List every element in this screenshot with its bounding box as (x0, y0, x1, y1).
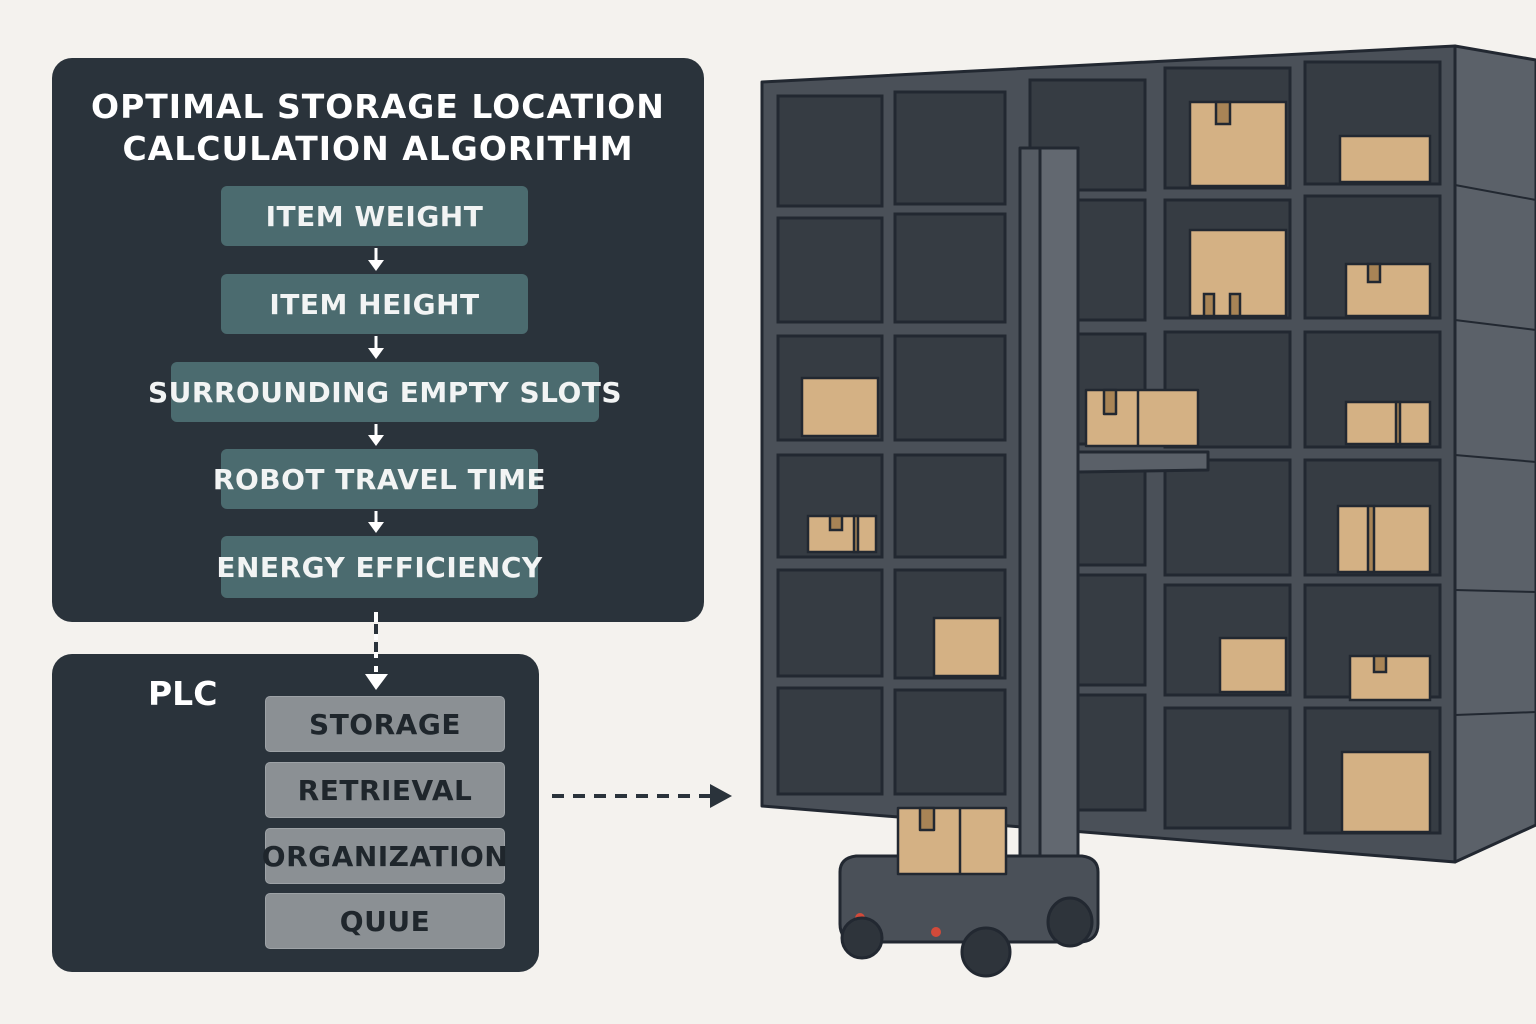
step-robot-travel-time: ROBOT TRAVEL TIME (213, 449, 546, 509)
arrow-down-icon (368, 336, 384, 359)
box-icon (1344, 262, 1432, 318)
wheel-icon (840, 916, 884, 960)
cardboard-boxes (800, 100, 1432, 834)
box-icon (806, 514, 878, 554)
box-icon (896, 806, 1008, 876)
box-icon (1338, 134, 1432, 184)
indicator-light (931, 927, 941, 937)
box-icon (1340, 750, 1432, 834)
plc-item-storage: STORAGE (265, 696, 505, 752)
box-icon (1084, 388, 1200, 448)
box-icon (1336, 504, 1432, 574)
box-icon (1344, 400, 1432, 446)
flow-arrows (368, 248, 384, 533)
algorithm-title-line1: OPTIMAL STORAGE LOCATION (91, 87, 665, 126)
arrow-down-icon (368, 424, 384, 446)
algorithm-to-plc-connector (365, 612, 388, 690)
box-icon (800, 376, 880, 438)
storage-robot (838, 146, 1210, 978)
box-icon (1218, 636, 1288, 694)
rack-cells (776, 60, 1442, 835)
box-icon (1188, 228, 1288, 318)
step-surrounding-empty-slots: SURROUNDING EMPTY SLOTS (148, 362, 622, 422)
plc-item-quue: QUUE (265, 893, 505, 949)
plc-label: PLC (148, 674, 218, 713)
box-icon (1348, 654, 1432, 702)
arrow-down-icon (368, 511, 384, 533)
box-icon (932, 616, 1002, 678)
plc-item-retrieval: RETRIEVAL (265, 762, 505, 818)
algorithm-panel: OPTIMAL STORAGE LOCATION CALCULATION ALG… (52, 58, 704, 622)
arrow-down-icon (368, 248, 384, 271)
step-item-height: ITEM HEIGHT (221, 274, 528, 334)
plc-panel: PLC STORAGE RETRIEVAL ORGANIZATION QUUE (52, 654, 539, 972)
step-energy-efficiency: ENERGY EFFICIENCY (216, 536, 542, 598)
wheel-icon (1046, 896, 1094, 948)
plc-item-organization: ORGANIZATION (262, 828, 508, 884)
plc-to-rack-arrow (552, 784, 732, 808)
step-item-weight: ITEM WEIGHT (221, 186, 528, 246)
algorithm-title-line2: CALCULATION ALGORITHM (122, 129, 634, 168)
box-icon (1188, 100, 1288, 188)
wheel-icon (960, 926, 1012, 978)
